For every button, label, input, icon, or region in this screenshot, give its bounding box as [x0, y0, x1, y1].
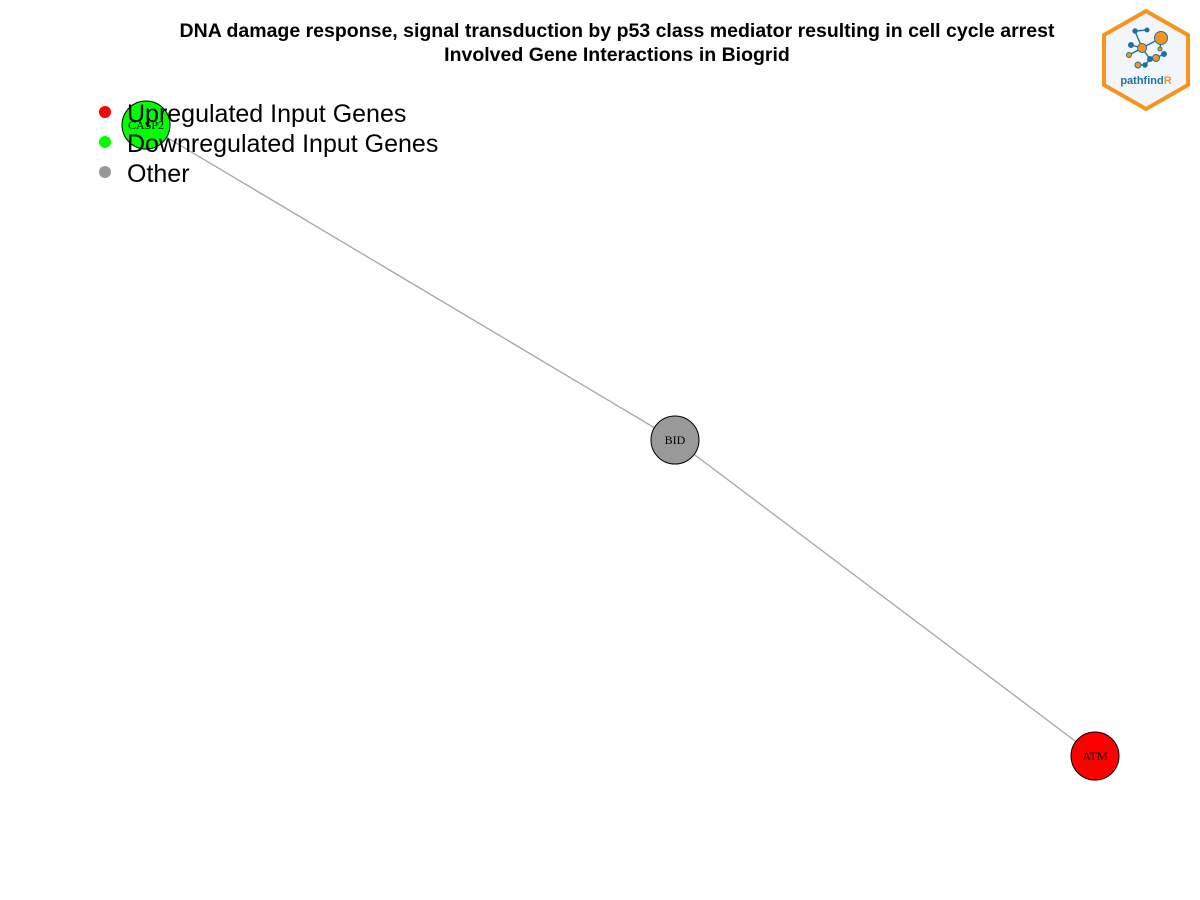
- edge-casp2-bid: [145, 124, 676, 441]
- legend-dot-icon: [99, 166, 111, 178]
- gene-node-label: ATM: [1082, 749, 1108, 763]
- logo-wordmark-accent: R: [1164, 75, 1172, 87]
- edge-bid-atm: [674, 439, 1096, 757]
- gene-node-atm: ATM: [1070, 731, 1120, 781]
- gene-node-circle: [1070, 731, 1120, 781]
- logo-wordmark-main: pathfind: [1120, 75, 1163, 87]
- gene-node-circle: [650, 415, 700, 465]
- logo-nodes-icon: [1126, 27, 1168, 69]
- legend-label: Upregulated Input Genes: [127, 100, 407, 128]
- pathfindr-logo: pathfindR: [1102, 8, 1190, 112]
- legend-label: Other: [127, 160, 190, 188]
- legend-dot-icon: [99, 106, 111, 118]
- plot-title-line-2: Involved Gene Interactions in Biogrid: [444, 44, 790, 66]
- gene-node-bid: BID: [650, 415, 700, 465]
- legend-dot-icon: [99, 136, 111, 148]
- plot-title-line-1: DNA damage response, signal transduction…: [179, 20, 1055, 42]
- plot-title: DNA damage response, signal transduction…: [0, 19, 1200, 67]
- logo-wordmark: pathfindR: [1120, 75, 1171, 87]
- edges-layer: [145, 124, 1096, 757]
- gene-node-label: CASP2: [128, 118, 164, 132]
- gene-node-casp2: CASP2: [121, 100, 171, 150]
- logo-hexagon-icon: [1102, 8, 1190, 112]
- legend-label: Downregulated Input Genes: [127, 130, 439, 158]
- gene-node-circle: [121, 100, 171, 150]
- gene-node-label: BID: [665, 433, 686, 447]
